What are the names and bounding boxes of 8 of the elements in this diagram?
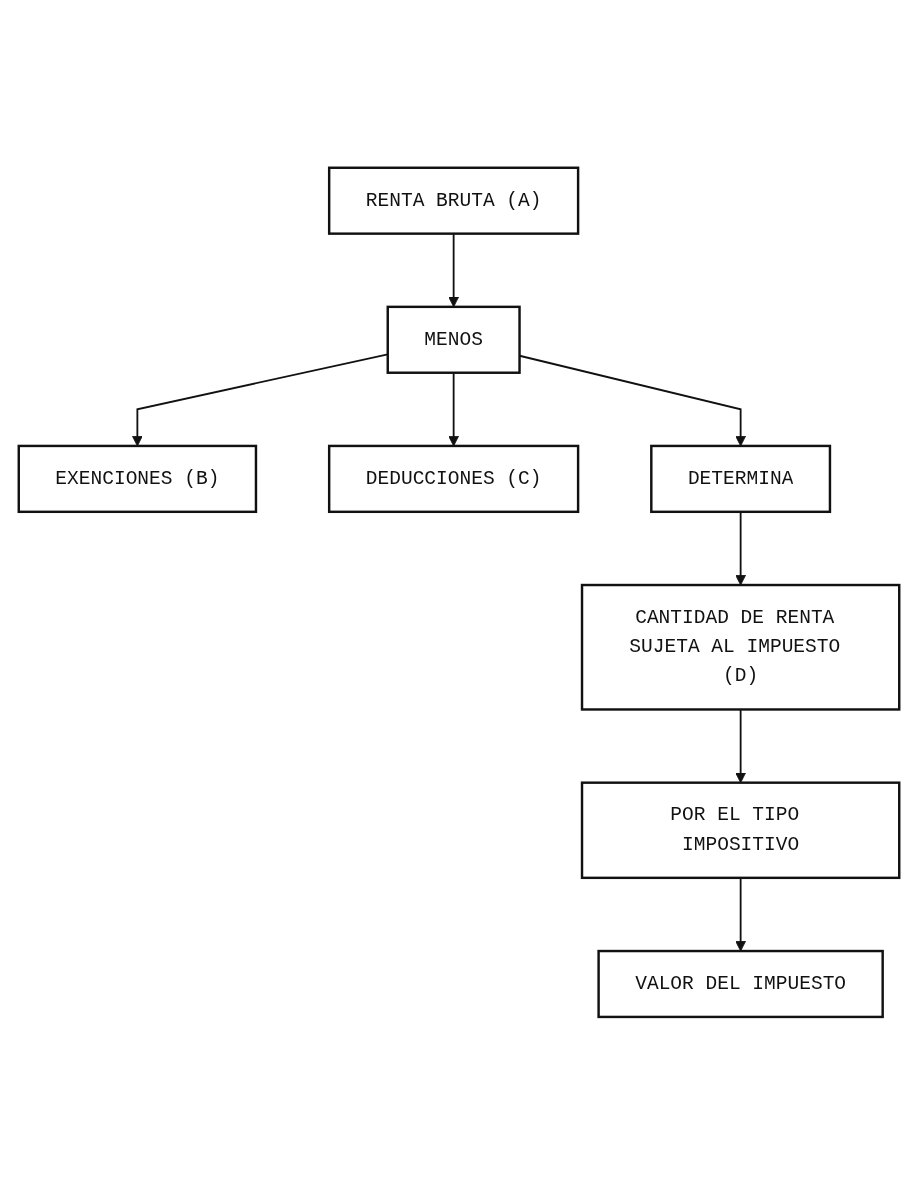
node-box: CANTIDAD DE RENTA SUJETA AL IMPUESTO (D) — [580, 583, 901, 711]
node-box: MENOS — [386, 305, 521, 374]
node-box: RENTA BRUTA (A) — [327, 166, 580, 235]
node-box: EXENCIONES (B) — [17, 444, 258, 513]
node-box: VALOR DEL IMPUESTO — [597, 949, 884, 1018]
node-box: POR EL TIPO IMPOSITIVO — [580, 781, 901, 879]
node-box: DEDUCCIONES (C) — [327, 444, 580, 513]
node-box: DETERMINA — [650, 444, 832, 513]
